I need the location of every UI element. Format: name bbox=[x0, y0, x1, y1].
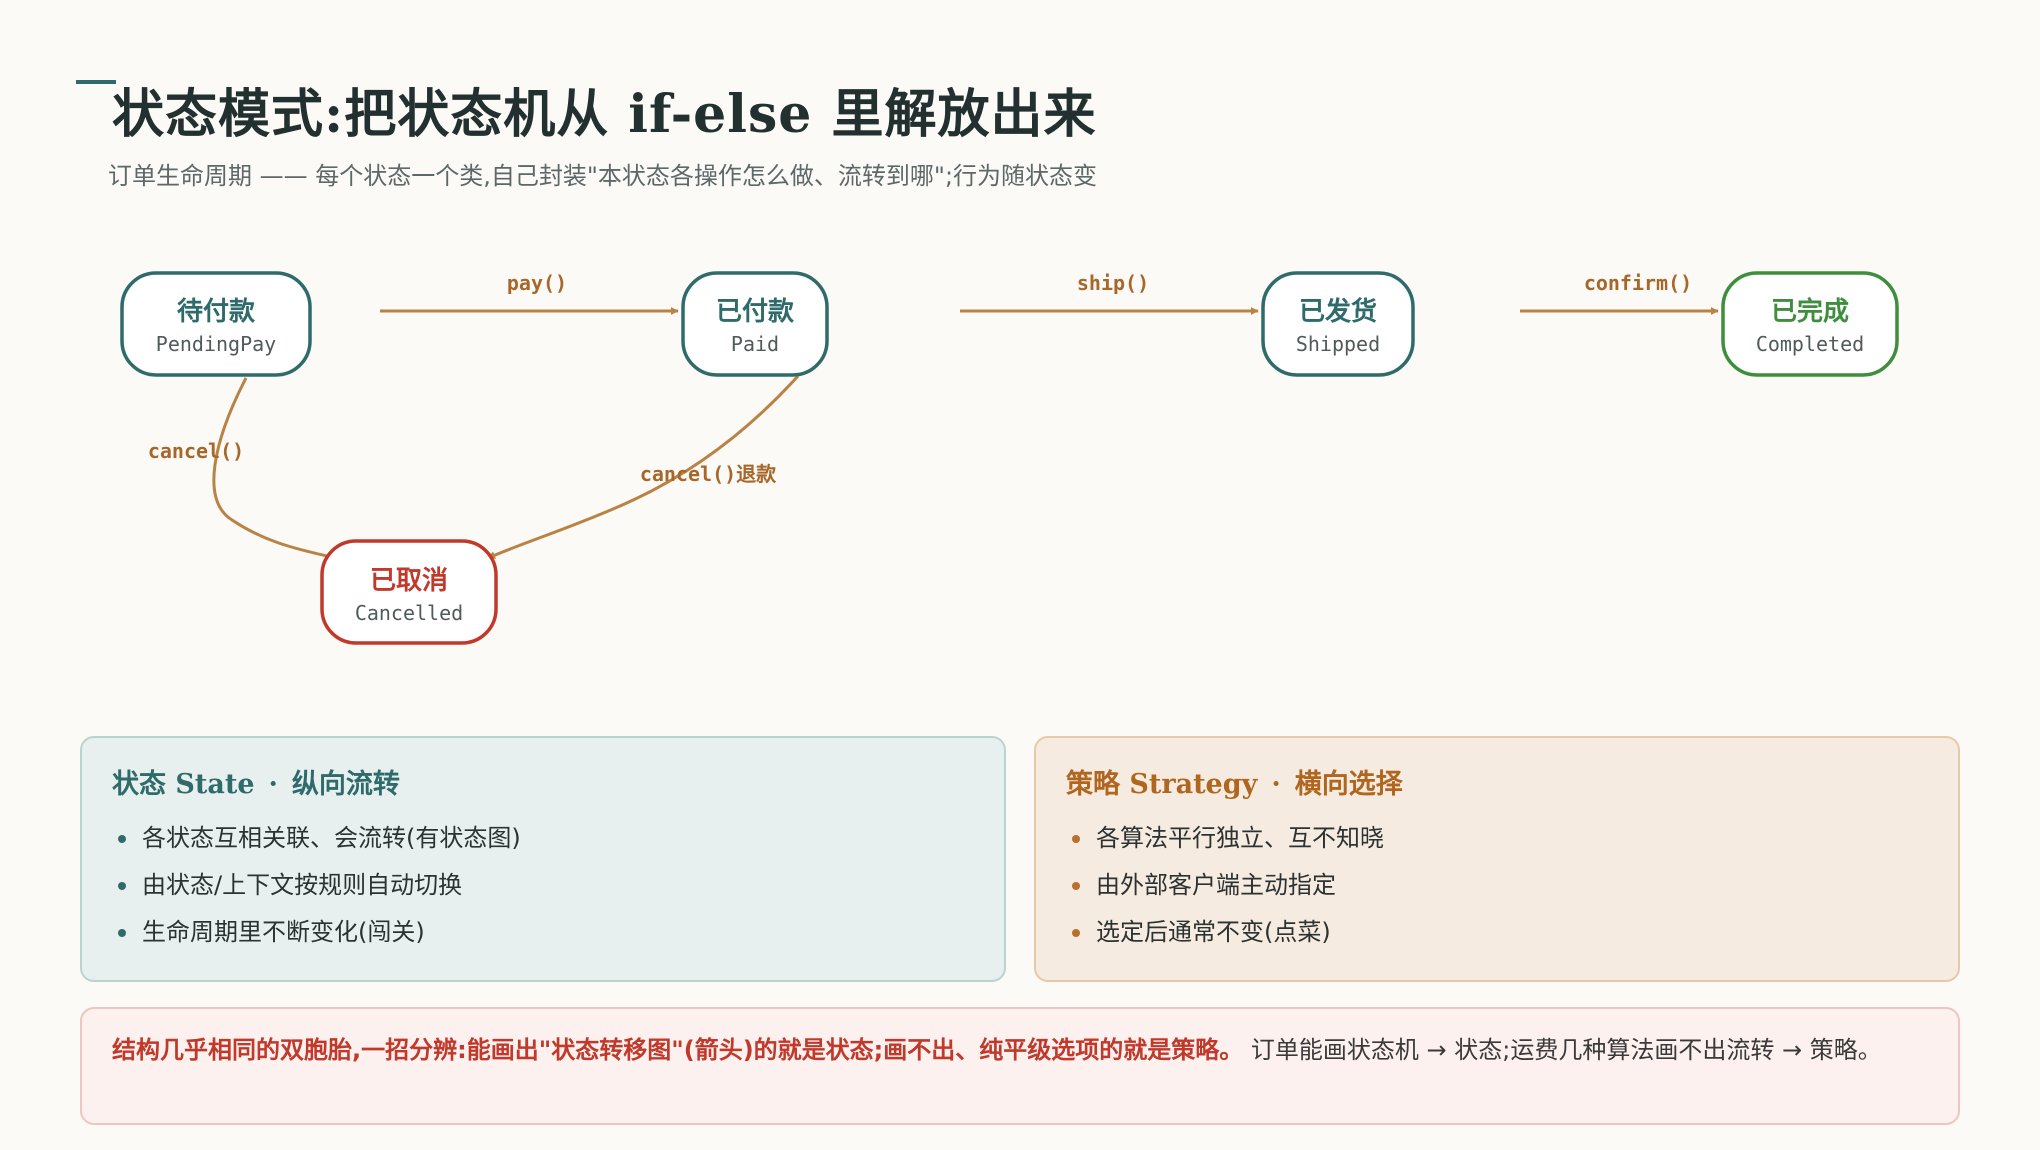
list-item: 各算法平行独立、互不知晓 bbox=[1066, 815, 1928, 862]
node-completed-title: 已完成 bbox=[1771, 296, 1849, 327]
summary-note-text: 订单能画状态机 → 状态;运费几种算法画不出流转 → 策略。 bbox=[1243, 1036, 1882, 1064]
edge-pay-label: pay() bbox=[507, 271, 567, 295]
edge-cancel-pending-arrow bbox=[212, 377, 337, 561]
edge-cancel-pending-label: cancel() bbox=[148, 439, 244, 463]
state-card-tag: 纵向流转 bbox=[291, 769, 400, 800]
strategy-card-list: 各算法平行独立、互不知晓 由外部客户端主动指定 选定后通常不变(点菜) bbox=[1066, 815, 1928, 956]
node-paid-sub: Paid bbox=[731, 332, 779, 356]
state-diagram: pay() ship() confirm() cancel() cancel()… bbox=[120, 271, 1899, 645]
node-cancelled-title: 已取消 bbox=[370, 566, 448, 596]
edge-ship: ship() bbox=[960, 271, 1259, 315]
page-title: 状态模式:把状态机从 if-else 里解放出来 bbox=[112, 84, 1097, 145]
node-pending-pay-sub: PendingPay bbox=[156, 332, 276, 356]
node-pending-pay: 待付款 PendingPay bbox=[120, 271, 312, 377]
node-completed-sub: Completed bbox=[1756, 332, 1864, 356]
node-pending-pay-box bbox=[120, 271, 312, 377]
list-item: 由外部客户端主动指定 bbox=[1066, 862, 1928, 909]
node-paid-box bbox=[681, 271, 829, 377]
state-card-dot: · bbox=[268, 769, 278, 800]
edge-cancel-paid: cancel()退款 bbox=[487, 374, 800, 560]
node-shipped: 已发货 Shipped bbox=[1261, 271, 1415, 377]
summary-note-strong: 结构几乎相同的双胞胎,一招分辨:能画出"状态转移图"(箭头)的就是状态;画不出、… bbox=[112, 1036, 1244, 1064]
edge-confirm-label: confirm() bbox=[1584, 271, 1692, 295]
node-cancelled-sub: Cancelled bbox=[355, 601, 463, 625]
edge-cancel-paid-label: cancel()退款 bbox=[640, 462, 777, 486]
node-cancelled-box bbox=[320, 539, 498, 645]
list-item: 各状态互相关联、会流转(有状态图) bbox=[112, 815, 974, 862]
node-paid: 已付款 Paid bbox=[681, 271, 829, 377]
list-item: 选定后通常不变(点菜) bbox=[1066, 909, 1928, 956]
edge-ship-label: ship() bbox=[1077, 271, 1149, 295]
node-completed: 已完成 Completed bbox=[1721, 271, 1899, 377]
strategy-card-name: 策略 Strategy bbox=[1066, 769, 1258, 800]
strategy-card-tag: 横向选择 bbox=[1294, 769, 1403, 800]
edge-cancel-pending: cancel() bbox=[148, 377, 337, 561]
state-card-heading: 状态 State · 纵向流转 bbox=[112, 762, 974, 801]
state-card-name: 状态 State bbox=[112, 769, 255, 800]
state-card-list: 各状态互相关联、会流转(有状态图) 由状态/上下文按规则自动切换 生命周期里不断… bbox=[112, 815, 974, 956]
strategy-card: 策略 Strategy · 横向选择 各算法平行独立、互不知晓 由外部客户端主动指定… bbox=[1034, 736, 1960, 982]
node-shipped-title: 已发货 bbox=[1299, 296, 1377, 327]
summary-note: 结构几乎相同的双胞胎,一招分辨:能画出"状态转移图"(箭头)的就是状态;画不出、… bbox=[80, 1007, 1960, 1125]
edge-pay: pay() bbox=[380, 271, 679, 315]
node-shipped-sub: Shipped bbox=[1296, 332, 1380, 356]
node-cancelled: 已取消 Cancelled bbox=[320, 539, 498, 645]
node-completed-box bbox=[1721, 271, 1899, 377]
edge-cancel-paid-arrow bbox=[487, 374, 800, 560]
edge-confirm: confirm() bbox=[1520, 271, 1719, 315]
strategy-card-heading: 策略 Strategy · 横向选择 bbox=[1066, 762, 1928, 801]
title-accent-bar bbox=[76, 80, 116, 84]
node-paid-title: 已付款 bbox=[716, 297, 795, 327]
strategy-card-dot: · bbox=[1271, 769, 1281, 800]
node-shipped-box bbox=[1261, 271, 1415, 377]
state-card: 状态 State · 纵向流转 各状态互相关联、会流转(有状态图) 由状态/上下文按… bbox=[80, 736, 1006, 982]
node-pending-pay-title: 待付款 bbox=[177, 297, 256, 327]
page-subtitle: 订单生命周期 —— 每个状态一个类,自己封装"本状态各操作怎么做、流转到哪";行… bbox=[108, 162, 1098, 190]
list-item: 生命周期里不断变化(闯关) bbox=[112, 909, 974, 956]
list-item: 由状态/上下文按规则自动切换 bbox=[112, 862, 974, 909]
